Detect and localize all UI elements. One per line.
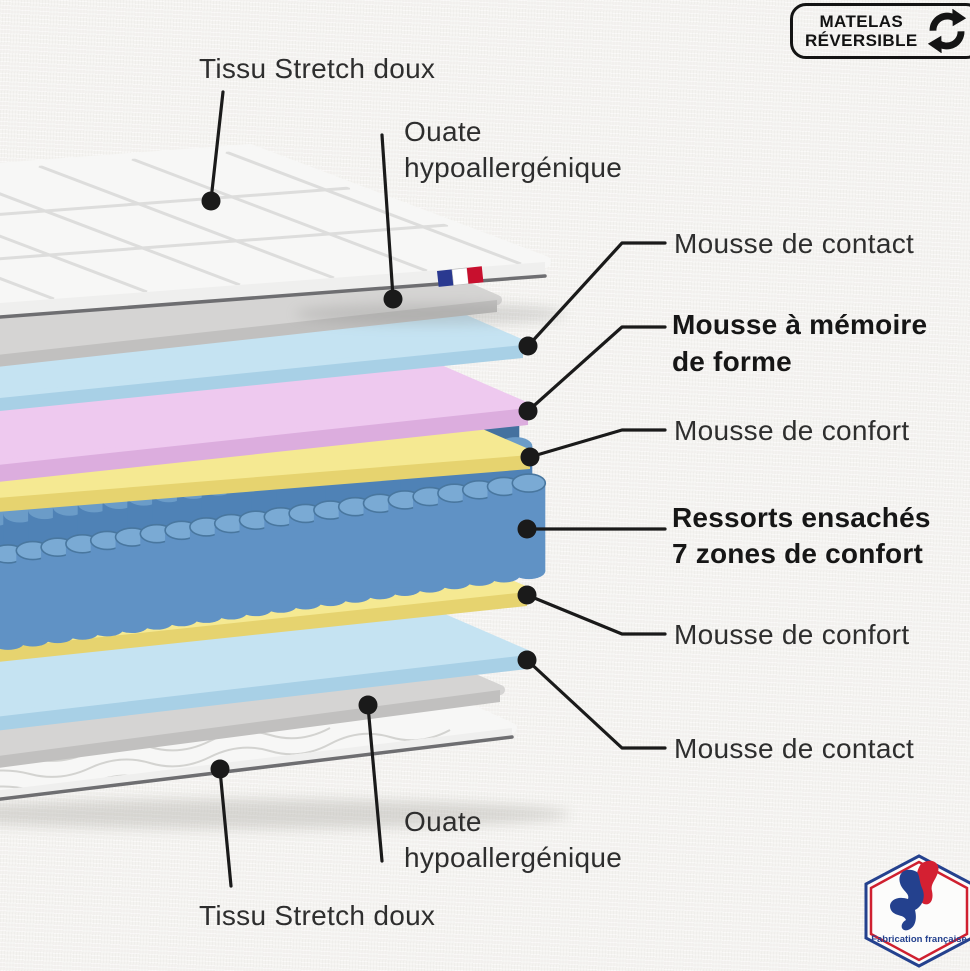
- layer-tissu-stretch-top: [0, 144, 551, 319]
- fabrication-francaise-logo: Fabrication française: [864, 854, 970, 968]
- stack-shadow: [0, 799, 570, 829]
- label-mousse-confort-top: Mousse de confort: [674, 415, 910, 446]
- leader-dot-contact-bottom: [517, 650, 537, 670]
- leader-dot-confort-top: [520, 447, 540, 467]
- reversible-badge: MATELAS RÉVERSIBLE: [790, 3, 970, 59]
- badge-line2: RÉVERSIBLE: [805, 31, 918, 50]
- leader-dot-tissu-top: [201, 191, 221, 211]
- leader-tissu-bottom: [218, 768, 233, 888]
- leader-contact-bottom: [525, 658, 667, 750]
- reversible-arrows-icon: [927, 9, 966, 53]
- label-mousse-contact-bottom: Mousse de contact: [674, 733, 915, 764]
- leader-dot-confort-bottom: [517, 585, 537, 605]
- leader-lines: [209, 90, 667, 888]
- leader-dot-tissu-bottom: [210, 759, 230, 779]
- leader-ouate-bottom: [366, 704, 384, 863]
- label-ouate-top-line2: hypoallergénique: [404, 152, 623, 183]
- label-mousse-contact-top: Mousse de contact: [674, 228, 915, 259]
- label-tissu-stretch-top: Tissu Stretch doux: [199, 53, 436, 84]
- french-flag-tag: [437, 266, 484, 287]
- label-mousse-memoire: Mousse à mémoire de forme: [672, 306, 927, 380]
- leader-tissu-top: [209, 90, 225, 202]
- badge-line1: MATELAS: [819, 12, 904, 31]
- leader-ouate-top: [380, 133, 395, 299]
- label-ouate-top: Ouate hypoallergénique: [404, 114, 622, 186]
- label-mousse-confort-bottom: Mousse de confort: [674, 619, 910, 650]
- leader-dot-ressorts: [517, 519, 537, 539]
- label-ouate-top-line1: Ouate: [404, 116, 482, 147]
- label-ressorts-line2: 7 zones de confort: [672, 538, 923, 569]
- leader-confort-top: [528, 428, 667, 459]
- leader-dot-contact-top: [518, 336, 538, 356]
- spring-cylinder: [511, 473, 547, 493]
- label-ressorts-line1: Ressorts ensachés: [672, 502, 931, 533]
- label-mousse-memoire-line2: de forme: [672, 346, 792, 377]
- leader-dots: [201, 191, 540, 779]
- leader-dot-ouate-bottom: [358, 695, 378, 715]
- fabrication-francaise-text: Fabrication française: [871, 934, 967, 945]
- leader-contact-top: [526, 241, 667, 348]
- label-tissu-stretch-bottom: Tissu Stretch doux: [199, 900, 436, 931]
- cover-corner-shadow: [295, 303, 565, 325]
- leader-memoire: [526, 325, 667, 413]
- label-ouate-bottom-line1: Ouate: [404, 806, 482, 837]
- label-ouate-bottom: Ouate hypoallergénique: [404, 804, 622, 876]
- leader-dot-memoire: [518, 401, 538, 421]
- leader-confort-bottom: [525, 593, 667, 636]
- label-ouate-bottom-line2: hypoallergénique: [404, 842, 623, 873]
- label-mousse-memoire-line1: Mousse à mémoire: [672, 309, 928, 340]
- leader-dot-ouate-top: [383, 289, 403, 309]
- label-ressorts: Ressorts ensachés 7 zones de confort: [672, 500, 931, 572]
- rooster-icon: [890, 860, 939, 931]
- reversible-badge-text: MATELAS RÉVERSIBLE: [805, 12, 918, 50]
